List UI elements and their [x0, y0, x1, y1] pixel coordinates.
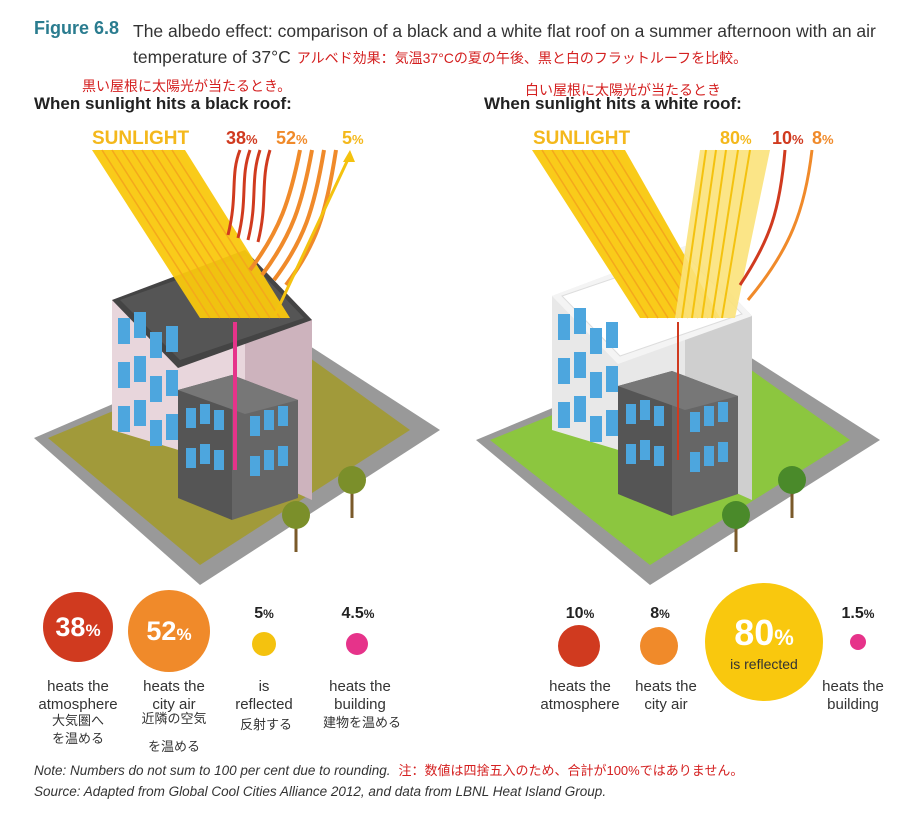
white-stat-building-desc: heats the building [822, 678, 884, 713]
white-stat-reflected-circle: 80% is reflected [705, 583, 823, 701]
black-stat-city-air-circle: 52% [128, 590, 210, 672]
black-stat-city-air-desc: heats the city air [143, 678, 205, 713]
white-arrow-label-reflected: 80% [720, 128, 752, 148]
black-stat-building-desc-jp: 建物を温める [322, 715, 401, 730]
footnote-jp: 注：数値は四捨五入のため、合計が100%ではありません。 [398, 763, 744, 778]
black-arrow-city-air [248, 149, 338, 287]
white-stat-atmosphere-dot [558, 625, 600, 667]
white-arrow-city-air [746, 149, 814, 301]
black-roof-scene [34, 149, 440, 585]
caption-text: The albedo effect: comparison of a black… [133, 21, 876, 67]
white-roof-heading-jp: 白い屋根に太陽光が当たるとき [525, 82, 721, 98]
white-sunlight-label: SUNLIGHT [533, 128, 631, 149]
black-arrow-label-city-air: 52% [276, 128, 308, 148]
figure-label: Figure 6.8 [34, 18, 120, 38]
black-arrow-reflected [273, 154, 352, 316]
white-arrow-label-atmosphere: 10% [772, 128, 804, 148]
source-note: Source: Adapted from Global Cool Cities … [34, 784, 607, 799]
white-stat-atmosphere-value: 10% [565, 605, 595, 622]
white-stat-city-air-value: 8% [650, 605, 670, 622]
black-arrow-label-reflected: 5% [342, 128, 364, 148]
white-arrow-atmosphere [738, 149, 787, 286]
white-stat-building-dot [850, 634, 866, 650]
black-arrow-label-atmosphere: 38% [226, 128, 258, 148]
figure-caption: The albedo effect: comparison of a black… [133, 18, 903, 71]
black-stat-atmosphere-desc: heats the atmosphere [38, 678, 118, 713]
white-scene-trees [722, 466, 806, 552]
footnote: Note: Numbers do not sum to 100 per cent… [34, 760, 743, 779]
white-stat-reflected-desc: is reflected [730, 656, 798, 672]
black-stat-atmosphere-circle: 38% [43, 592, 113, 662]
white-stat-city-air-desc: heats the city air [635, 678, 697, 713]
white-roof-heading: When sunlight hits a white roof: [484, 94, 742, 113]
white-stat-city-air-dot [640, 627, 678, 665]
caption-jp: アルベド効果：気温37°Cの夏の午後、黒と白のフラットルーフを比較。 [296, 50, 748, 66]
white-stat-building-value: 1.5% [841, 605, 875, 622]
white-stat-atmosphere-desc: heats the atmosphere [540, 678, 620, 713]
black-stat-atmosphere-desc-jp: 大気圏へ を温める [51, 713, 104, 746]
black-stat-city-air-desc-jp: 近隣の空気 を温める [141, 711, 207, 754]
footnote-text: Note: Numbers do not sum to 100 per cent… [34, 763, 391, 778]
black-sunlight-beams [92, 149, 290, 319]
black-stat-reflected-desc: is reflected [235, 678, 293, 713]
black-arrow-atmosphere [226, 149, 272, 243]
black-stat-building-value: 4.5% [341, 605, 375, 622]
white-arrow-label-city-air: 8% [812, 128, 834, 148]
black-roof-heading: When sunlight hits a black roof: [34, 94, 292, 113]
black-stat-reflected-dot [252, 632, 276, 656]
white-arrow-reflected [675, 149, 770, 319]
black-stat-building-desc: heats the building [329, 678, 391, 713]
black-sunlight-label: SUNLIGHT [92, 128, 190, 149]
black-stat-building-dot [346, 633, 368, 655]
albedo-illustration [34, 149, 880, 585]
white-roof-scene [476, 149, 880, 585]
black-stat-reflected-desc-jp: 反射する [239, 717, 292, 732]
black-scene-trees [282, 466, 366, 552]
black-roof-heading-jp: 黒い屋根に太陽光が当たるとき。 [82, 78, 292, 94]
black-stat-reflected-value: 5% [254, 605, 274, 622]
